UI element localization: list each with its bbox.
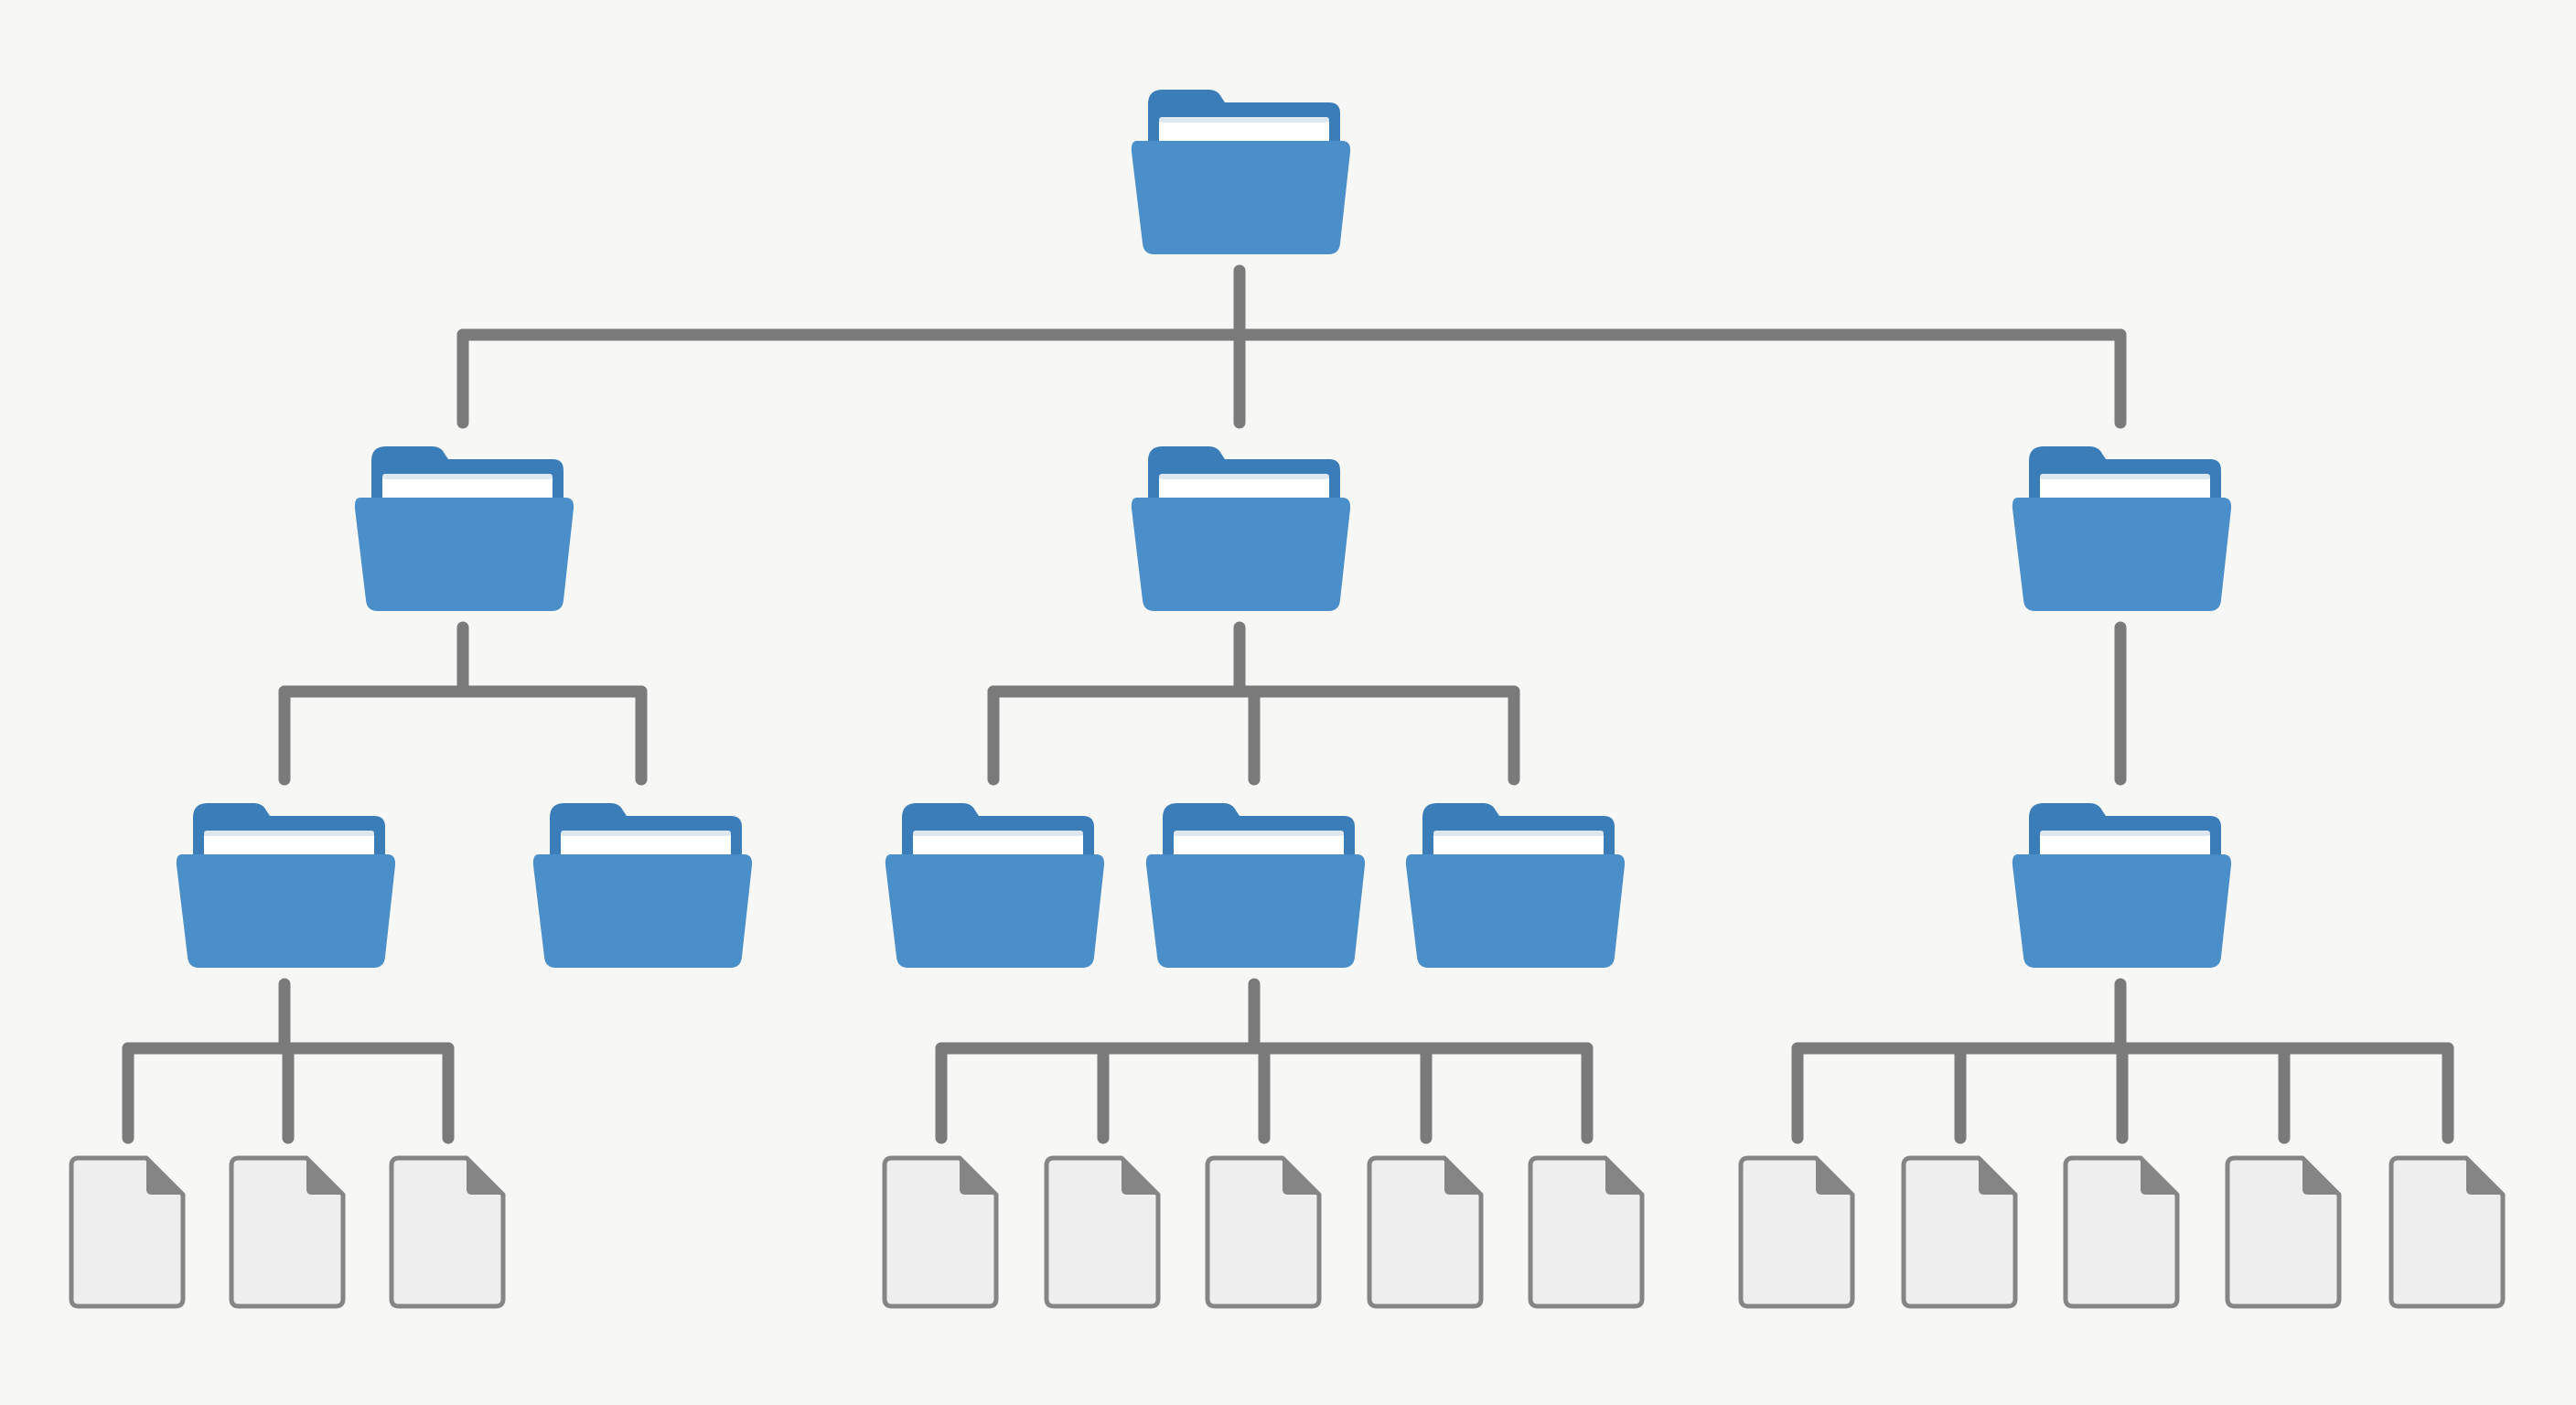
folder-open-icon[interactable] bbox=[354, 446, 574, 611]
file-icon[interactable] bbox=[389, 1155, 506, 1309]
folder-open-icon[interactable] bbox=[1131, 446, 1351, 611]
file-icon[interactable] bbox=[229, 1155, 346, 1309]
file-icon[interactable] bbox=[1901, 1155, 2018, 1309]
file-icon[interactable] bbox=[2225, 1155, 2342, 1309]
file-icon[interactable] bbox=[69, 1155, 186, 1309]
file-icon[interactable] bbox=[1738, 1155, 1855, 1309]
file-icon[interactable] bbox=[2063, 1155, 2180, 1309]
folder-open-icon[interactable] bbox=[2012, 803, 2232, 968]
tree-connectors bbox=[122, 264, 2454, 1144]
folder-open-icon[interactable] bbox=[2012, 446, 2232, 611]
folder-open-icon[interactable] bbox=[1145, 803, 1366, 968]
folder-open-icon[interactable] bbox=[1405, 803, 1626, 968]
folder-open-icon[interactable] bbox=[1131, 90, 1351, 254]
file-icon[interactable] bbox=[882, 1155, 999, 1309]
folder-open-icon[interactable] bbox=[176, 803, 396, 968]
file-icon[interactable] bbox=[1205, 1155, 1322, 1309]
folder-open-icon[interactable] bbox=[532, 803, 753, 968]
file-icon[interactable] bbox=[1044, 1155, 1161, 1309]
tree-nodes bbox=[69, 90, 2506, 1309]
folder-open-icon[interactable] bbox=[885, 803, 1105, 968]
file-icon[interactable] bbox=[2388, 1155, 2506, 1309]
file-icon[interactable] bbox=[1528, 1155, 1645, 1309]
file-icon[interactable] bbox=[1367, 1155, 1484, 1309]
